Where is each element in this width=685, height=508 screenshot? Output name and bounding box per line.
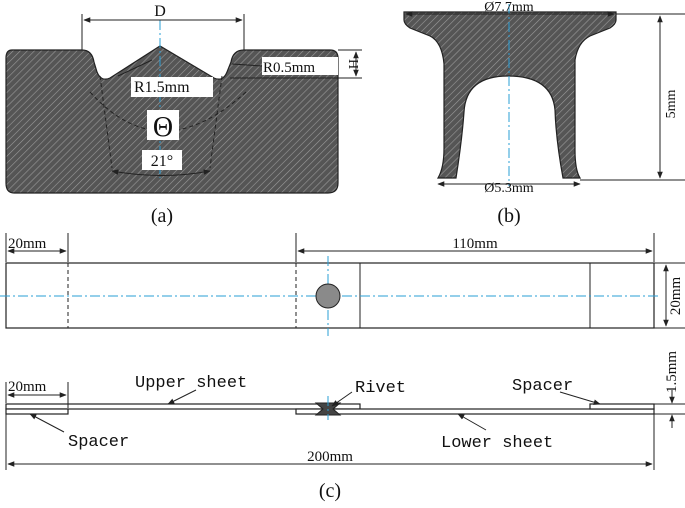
top-diameter-label: Ø7.7mm <box>484 0 534 15</box>
caption-c: (c) <box>319 480 341 502</box>
theta-label-bg <box>147 110 179 140</box>
lower-sheet-leader <box>457 413 487 431</box>
lower-sheet <box>295 408 655 415</box>
rivet-leader <box>331 391 353 407</box>
upper-sheet-label: Upper sheet <box>135 374 247 393</box>
section-left-dim-label: 20mm <box>8 379 47 395</box>
r-large-label-bg <box>131 77 213 97</box>
height-label: 5mm <box>664 90 679 119</box>
panel-c-plan: 20mm 110mm 20mm <box>0 233 685 336</box>
r-large-label: R1.5mm <box>134 79 190 96</box>
flank-line-right <box>209 75 223 169</box>
r-large-leader <box>117 59 153 77</box>
spacer-right-block <box>589 403 655 410</box>
panel-a-die: D H R0.5mm R1.5mm Θ 21° (a) <box>5 3 362 227</box>
rivet-body <box>403 11 617 179</box>
spacer-left-label: Spacer <box>68 433 129 452</box>
theta-label: Θ <box>153 112 173 143</box>
angle-label: 21° <box>151 153 173 170</box>
h-label: H <box>347 59 362 69</box>
spacer-right-leader <box>559 391 601 405</box>
spacer-right-label: Spacer <box>512 377 573 396</box>
d-label: D <box>154 3 166 20</box>
panel-b-rivet: Ø7.7mm Ø5.3mm 5mm (b) <box>403 0 685 227</box>
r-small-leader <box>231 63 263 67</box>
lower-sheet-label: Lower sheet <box>441 434 553 453</box>
spacer-left-block <box>5 408 69 415</box>
angle-label-bg <box>142 150 182 170</box>
upper-sheet-leader <box>167 389 197 405</box>
flank-line-left <box>99 75 113 169</box>
plan-right-dim-label: 110mm <box>452 236 498 252</box>
spacer-left-leader <box>29 413 65 433</box>
caption-b: (b) <box>497 205 520 227</box>
caption-a: (a) <box>151 205 173 227</box>
r-small-label-bg <box>262 57 338 75</box>
thickness-label: 1.5mm <box>664 351 680 393</box>
plan-width-dim-label: 20mm <box>668 277 684 316</box>
upper-sheet <box>5 403 361 410</box>
bottom-diameter-label: Ø5.3mm <box>484 181 534 196</box>
rivet-label: Rivet <box>355 379 406 398</box>
panel-c-section: 20mm Upper sheet Rivet Spacer Spacer Low… <box>5 351 685 502</box>
r-small-label: R0.5mm <box>263 60 315 76</box>
total-dim-label: 200mm <box>307 449 353 465</box>
rivet-circle <box>315 283 341 309</box>
angle-arc <box>111 169 211 176</box>
plan-left-dim-label: 20mm <box>8 236 47 252</box>
